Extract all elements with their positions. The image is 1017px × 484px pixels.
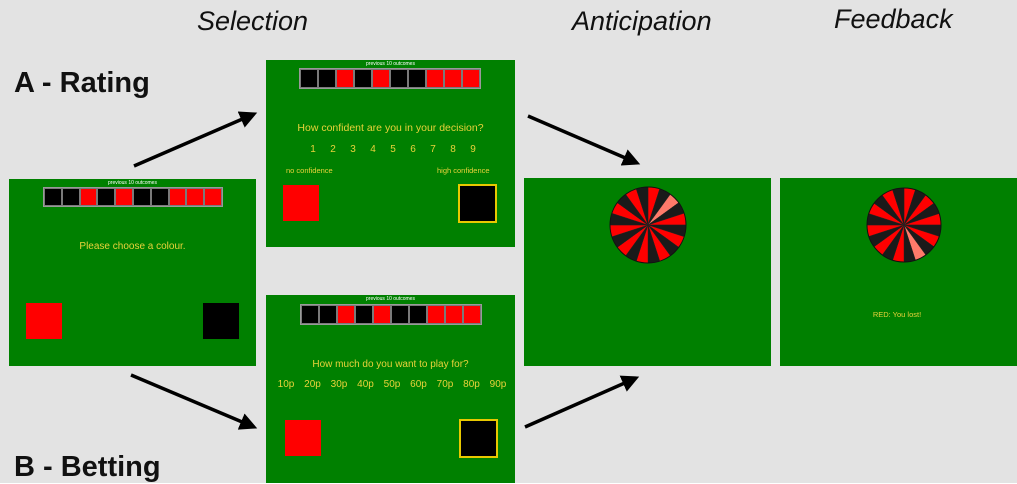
scale-option[interactable]: 9 [470, 144, 476, 155]
red-option-button[interactable] [26, 303, 62, 339]
previous-outcomes-caption: previous 10 outcomes [108, 180, 157, 186]
outcome-cell-red [115, 188, 133, 206]
outcome-cell-red [445, 305, 463, 324]
outcome-cell-black [301, 305, 319, 324]
scale-option[interactable]: 4 [370, 144, 376, 155]
outcome-history-strip [300, 304, 482, 325]
outcome-cell-black [318, 69, 336, 88]
outcome-cell-black [97, 188, 116, 206]
black-option-button-selected[interactable] [459, 419, 498, 458]
outcome-cell-black [391, 305, 409, 324]
scale-option[interactable]: 90p [489, 379, 507, 390]
outcome-cell-red [186, 188, 205, 206]
outcome-cell-red [426, 69, 444, 88]
scale-option[interactable]: 70p [436, 379, 454, 390]
scale-option[interactable]: 1 [310, 144, 316, 155]
heading-anticipation: Anticipation [572, 6, 712, 36]
roulette-wheel [609, 186, 687, 264]
outcome-cell-black [408, 69, 426, 88]
outcome-cell-black [354, 69, 372, 88]
red-option-button[interactable] [285, 420, 321, 456]
outcome-cell-red [372, 69, 390, 88]
arrow-choice-to-rating [133, 111, 258, 168]
outcome-cell-red [373, 305, 391, 324]
outcome-history-strip [299, 68, 481, 89]
outcome-cell-black [44, 188, 62, 206]
scale-option[interactable]: 50p [383, 379, 401, 390]
heading-feedback: Feedback [834, 4, 953, 34]
wheel-rim [609, 186, 687, 264]
black-option-button[interactable] [203, 303, 239, 339]
outcome-cell-red [168, 188, 187, 206]
red-option-button[interactable] [283, 185, 319, 221]
outcome-cell-red [337, 305, 355, 324]
confidence-scale: 1 2 3 4 5 6 7 8 9 [266, 144, 515, 158]
arrow-choice-to-betting [130, 373, 258, 430]
feedback-screen: RED: You lost! [780, 178, 1017, 366]
scale-option[interactable]: 30p [330, 379, 348, 390]
scale-option[interactable]: 60p [410, 379, 427, 390]
scale-option[interactable]: 5 [390, 144, 396, 155]
outcome-cell-black [61, 188, 80, 206]
scale-option[interactable]: 40p [357, 379, 374, 390]
scale-option[interactable]: 2 [330, 144, 336, 155]
betting-prompt: How much do you want to play for? [312, 359, 469, 370]
outcome-cell-red [204, 188, 222, 206]
outcome-cell-red [444, 69, 462, 88]
outcome-cell-black [132, 188, 151, 206]
outcome-cell-red [463, 305, 481, 324]
heading-selection: Selection [197, 6, 309, 36]
arrow-betting-to-anticipation [524, 375, 640, 429]
choice-prompt: Please choose a colour. [79, 241, 186, 252]
betting-screen: previous 10 outcomes How much do you wan… [266, 295, 515, 483]
roulette-wheel [866, 187, 942, 263]
condition-betting-label: B - Betting [14, 451, 161, 483]
previous-outcomes-caption: previous 10 outcomes [366, 296, 415, 302]
scale-option[interactable]: 8 [450, 144, 456, 155]
scale-option[interactable]: 80p [463, 379, 480, 390]
outcome-cell-black [300, 69, 318, 88]
anticipation-screen [524, 178, 771, 366]
choice-screen: previous 10 outcomes Please choose a col… [9, 179, 256, 366]
outcome-cell-black [319, 305, 337, 324]
scale-option[interactable]: 7 [430, 144, 436, 155]
scale-option[interactable]: 20p [304, 379, 321, 390]
scale-option[interactable]: 10p [277, 379, 295, 390]
outcome-cell-red [79, 188, 98, 206]
previous-outcomes-caption: previous 10 outcomes [366, 61, 415, 67]
scale-option[interactable]: 3 [350, 144, 356, 155]
rating-prompt: How confident are you in your decision? [297, 122, 484, 134]
outcome-history-strip [43, 187, 223, 207]
high-confidence-label: high confidence [437, 166, 490, 175]
feedback-message: RED: You lost! [872, 310, 922, 319]
outcome-cell-red [462, 69, 480, 88]
stake-scale: 10p 20p 30p 40p 50p 60p 70p 80p 90p [266, 379, 515, 393]
scale-option[interactable]: 6 [410, 144, 416, 155]
condition-rating-label: A - Rating [14, 67, 150, 99]
rating-screen: previous 10 outcomes How confident are y… [266, 60, 515, 247]
outcome-cell-black [409, 305, 427, 324]
outcome-cell-red [427, 305, 445, 324]
outcome-cell-black [150, 188, 169, 206]
arrow-rating-to-anticipation [527, 114, 641, 166]
outcome-cell-red [336, 69, 354, 88]
low-confidence-label: no confidence [286, 166, 333, 175]
outcome-cell-black [390, 69, 408, 88]
outcome-cell-black [355, 305, 373, 324]
wheel-rim [866, 187, 942, 263]
black-option-button-selected[interactable] [458, 184, 497, 223]
